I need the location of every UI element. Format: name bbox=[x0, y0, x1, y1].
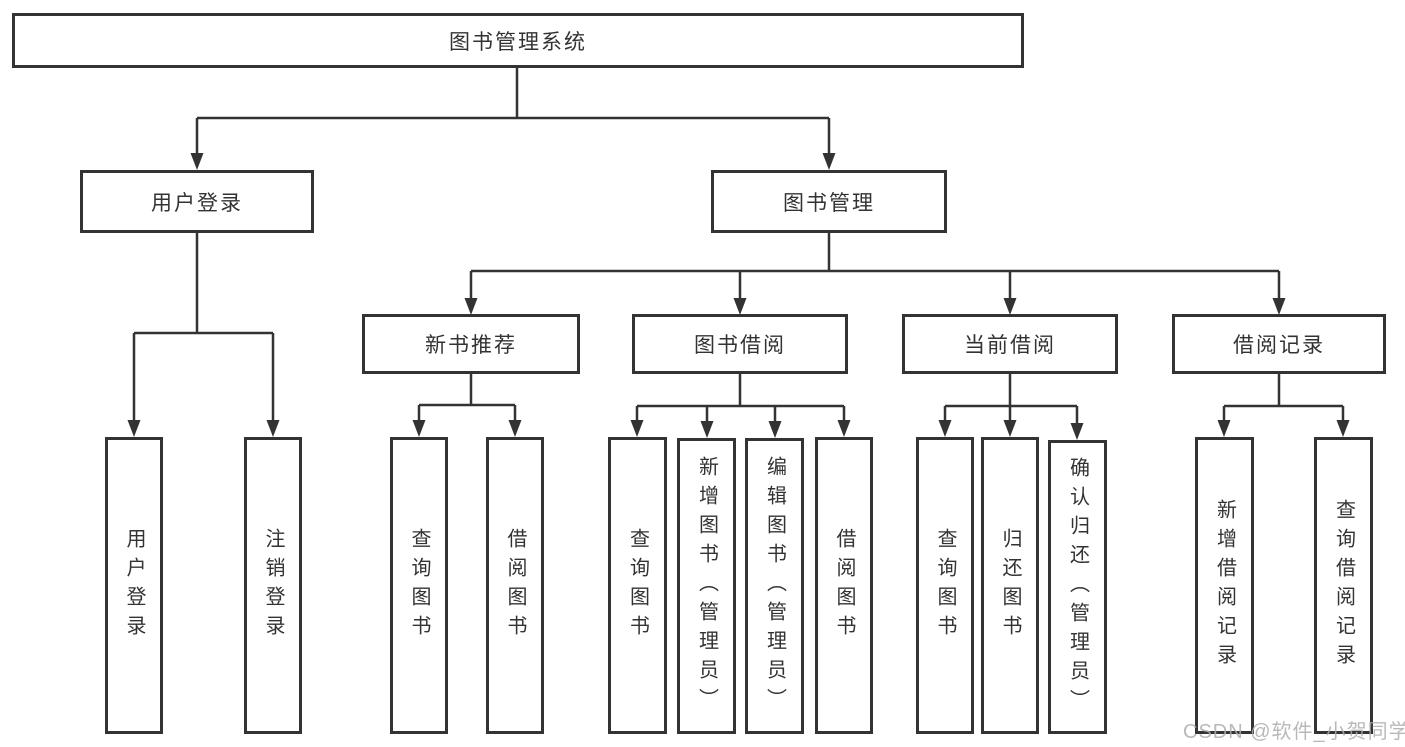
leaf-user-login: 用户登录 bbox=[105, 437, 163, 734]
connector-login-to-leaves bbox=[132, 233, 275, 423]
leaf-bb-edit-books-admin: 编辑图书（管理员） bbox=[745, 438, 804, 734]
node-new-book-recommend: 新书推荐 bbox=[362, 314, 580, 374]
leaf-br-query-record: 查询借阅记录 bbox=[1314, 437, 1373, 734]
leaf-br-add-record: 新增借阅记录 bbox=[1195, 437, 1254, 734]
connector-current-to-leaves bbox=[943, 374, 1079, 426]
connector-record-to-leaves bbox=[1222, 374, 1345, 423]
node-new-book-recommend-label: 新书推荐 bbox=[425, 334, 517, 357]
leaf-cb-return-books-label: 归还图书 bbox=[999, 527, 1021, 644]
node-borrowing-records: 借阅记录 bbox=[1172, 314, 1386, 374]
leaf-logout-login-label: 注销登录 bbox=[262, 527, 284, 644]
leaf-bb-query-books-label: 查询图书 bbox=[626, 527, 649, 644]
connector-mgmt-to-level3 bbox=[469, 233, 1281, 301]
node-user-login-label: 用户登录 bbox=[151, 191, 243, 215]
leaf-nb-query-books: 查询图书 bbox=[390, 437, 448, 734]
leaf-cb-return-books: 归还图书 bbox=[981, 437, 1039, 734]
node-book-management-label: 图书管理 bbox=[783, 191, 875, 215]
node-root-system: 图书管理系统 bbox=[12, 13, 1024, 68]
leaf-cb-confirm-return-admin: 确认归还（管理员） bbox=[1048, 440, 1107, 734]
leaf-nb-query-books-label: 查询图书 bbox=[408, 527, 430, 644]
connector-borrow-to-leaves bbox=[635, 374, 846, 423]
leaf-user-login-label: 用户登录 bbox=[123, 527, 145, 644]
node-root-system-label: 图书管理系统 bbox=[449, 30, 587, 54]
leaf-bb-borrow-books-label: 借阅图书 bbox=[833, 527, 855, 644]
node-book-management: 图书管理 bbox=[711, 170, 947, 233]
leaf-bb-borrow-books: 借阅图书 bbox=[815, 437, 873, 734]
leaf-nb-borrow-books: 借阅图书 bbox=[486, 437, 544, 734]
leaf-bb-query-books: 查询图书 bbox=[608, 437, 667, 734]
leaf-cb-query-books: 查询图书 bbox=[916, 437, 974, 734]
node-borrowing-records-label: 借阅记录 bbox=[1233, 334, 1325, 357]
node-current-borrowing: 当前借阅 bbox=[902, 314, 1118, 374]
node-current-borrowing-label: 当前借阅 bbox=[964, 334, 1056, 357]
leaf-cb-query-books-label: 查询图书 bbox=[934, 527, 956, 644]
connector-newbook-to-leaves bbox=[417, 374, 517, 423]
leaf-br-query-record-label: 查询借阅记录 bbox=[1332, 498, 1355, 673]
node-user-login: 用户登录 bbox=[80, 170, 314, 233]
leaf-br-add-record-label: 新增借阅记录 bbox=[1213, 498, 1236, 673]
node-book-borrowing-label: 图书借阅 bbox=[694, 334, 786, 357]
leaf-bb-add-books-admin-label: 新增图书（管理员） bbox=[695, 455, 718, 717]
leaf-logout-login: 注销登录 bbox=[244, 437, 302, 734]
leaf-bb-add-books-admin: 新增图书（管理员） bbox=[677, 438, 736, 734]
leaf-nb-borrow-books-label: 借阅图书 bbox=[504, 527, 526, 644]
leaf-bb-edit-books-admin-label: 编辑图书（管理员） bbox=[763, 455, 786, 717]
node-book-borrowing: 图书借阅 bbox=[632, 314, 848, 374]
csdn-watermark: CSDN @软件_小贺同学 bbox=[1183, 721, 1405, 743]
leaf-cb-confirm-return-admin-label: 确认归还（管理员） bbox=[1066, 456, 1089, 718]
connector-root-to-level2 bbox=[195, 68, 831, 156]
